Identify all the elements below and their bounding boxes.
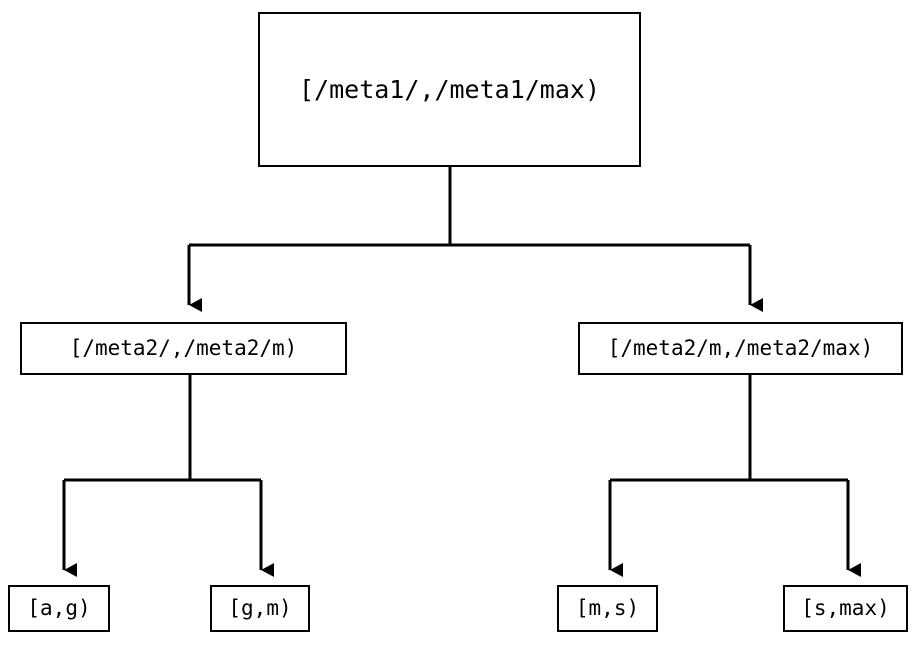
tree-node-leaf-a-g: [a,g) bbox=[8, 585, 110, 632]
tree-node-leaf-s-max: [s,max) bbox=[783, 585, 908, 632]
tree-node-leaf-m-s: [m,s) bbox=[557, 585, 658, 632]
tree-node-mid-left: [/meta2/,/meta2/m) bbox=[20, 322, 347, 375]
tree-node-leaf-g-m: [g,m) bbox=[210, 585, 310, 632]
tree-node-mid-left-label: [/meta2/,/meta2/m) bbox=[69, 336, 298, 360]
tree-node-mid-right: [/meta2/m,/meta2/max) bbox=[578, 322, 903, 375]
edge-midright-to-leaves-group bbox=[608, 375, 861, 577]
tree-node-root-label: [/meta1/,/meta1/max) bbox=[298, 75, 601, 104]
tree-node-leaf-m-s-label: [m,s) bbox=[575, 596, 640, 620]
tree-node-root: [/meta1/,/meta1/max) bbox=[258, 12, 641, 167]
edge-midleft-to-leaves-group bbox=[62, 375, 274, 577]
tree-node-mid-right-label: [/meta2/m,/meta2/max) bbox=[607, 336, 874, 360]
edge-root-to-mid-group bbox=[187, 167, 763, 312]
tree-node-leaf-a-g-label: [a,g) bbox=[27, 596, 91, 620]
tree-node-leaf-s-max-label: [s,max) bbox=[801, 596, 890, 620]
tree-node-leaf-g-m-label: [g,m) bbox=[228, 596, 292, 620]
